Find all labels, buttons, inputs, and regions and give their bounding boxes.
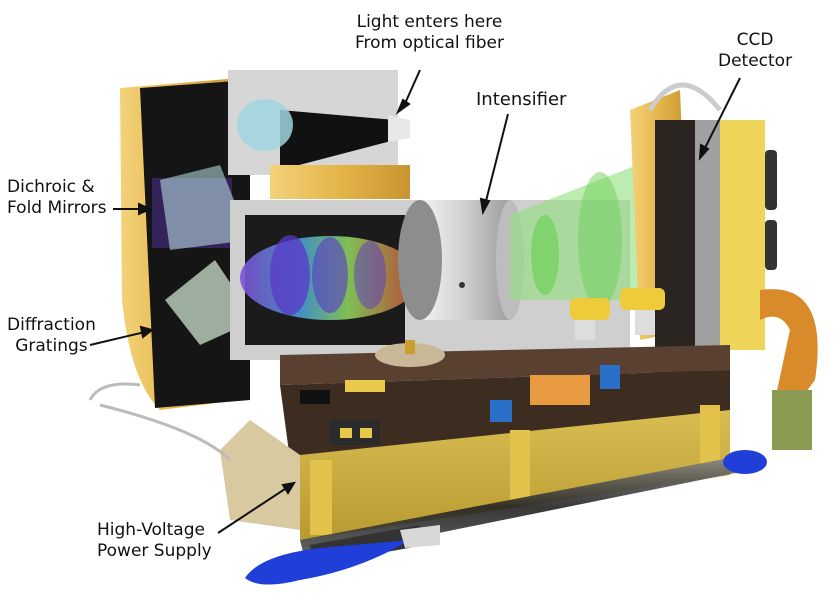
callout-line: High-Voltage [97,520,205,540]
callout-line: From optical fiber [355,33,504,53]
callout-intensifier: Intensifier [476,89,566,110]
input-optics-frame [228,70,410,199]
callout-ccd-detector: CCD Detector [718,30,792,72]
callout-light-input: Light enters here From optical fiber [355,12,504,54]
callout-diffraction-gratings: Diffraction Gratings [7,315,96,357]
callout-line: Dichroic & [7,177,95,197]
callout-dichroic-mirrors: Dichroic & Fold Mirrors [7,177,106,219]
left-cables [88,382,232,462]
flex-cable [760,289,818,450]
relay-optics [510,160,650,308]
callout-line: Fold Mirrors [7,198,107,218]
callout-line: Detector [718,51,793,71]
scale-pen [245,450,767,585]
callout-line: CCD [736,30,774,50]
callout-line: Gratings [15,336,88,356]
callout-line: Diffraction [7,315,96,335]
callout-line: Light enters here [356,12,503,32]
ccd-housing [630,82,777,380]
circuit-boards [280,340,730,460]
left-housing [120,78,255,410]
callout-arrows [89,69,741,534]
intensifier-tube [398,200,524,320]
callout-line: Power Supply [97,541,212,561]
yellow-components [570,288,665,340]
callout-hv-power-supply: High-Voltage Power Supply [97,520,212,562]
base-plate [220,405,730,540]
callout-line: Intensifier [476,89,567,110]
